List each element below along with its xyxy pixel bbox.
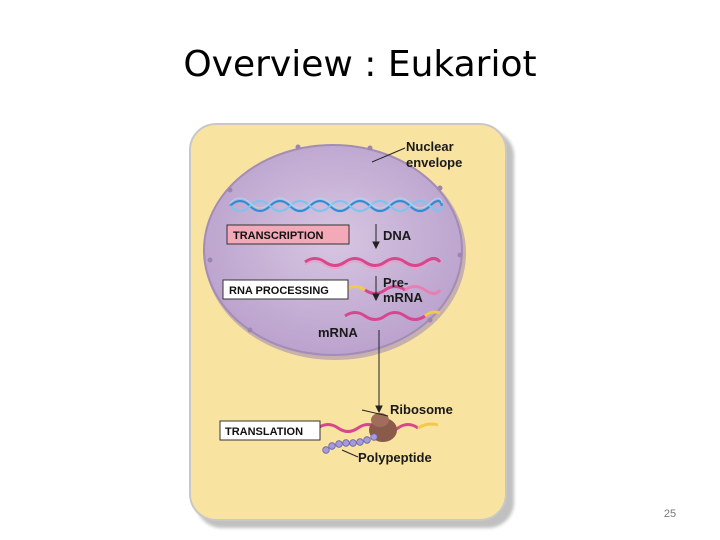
polypeptide-label: Polypeptide [358,450,432,465]
dna-helix [229,197,444,213]
cytoplasm-mrna [317,422,439,433]
transcription-label: TRANSCRIPTION [233,230,324,242]
mrna-strand [344,310,441,321]
ribosome-pointer [361,409,389,417]
nuclear-envelope-pointer [371,147,406,163]
nuclear-envelope-label-2: envelope [406,155,462,170]
dna-label: DNA [383,228,412,243]
mrna-label: mRNA [318,325,358,340]
nuclear-envelope-label-1: Nuclear [406,139,454,154]
translation-label: TRANSLATION [225,426,303,438]
nucleus [203,144,466,360]
polypeptide-pointer [341,449,359,458]
ribosome-label: Ribosome [390,402,453,417]
polypeptide-chain [322,433,378,454]
transcription-box: TRANSCRIPTION [226,224,350,245]
pre-mrna-strand [304,257,442,270]
rna-processing-label: RNA PROCESSING [229,285,329,297]
flow-arrows [372,224,383,414]
rna-processing-box: RNA PROCESSING [222,279,349,300]
pre-mrna-label-1: Pre- [383,275,408,290]
translation-box: TRANSLATION [219,420,321,441]
slide-title: Overview : Eukariot [183,44,537,85]
pre-mrna-label-2: mRNA [383,290,423,305]
page-number: 25 [663,508,677,520]
